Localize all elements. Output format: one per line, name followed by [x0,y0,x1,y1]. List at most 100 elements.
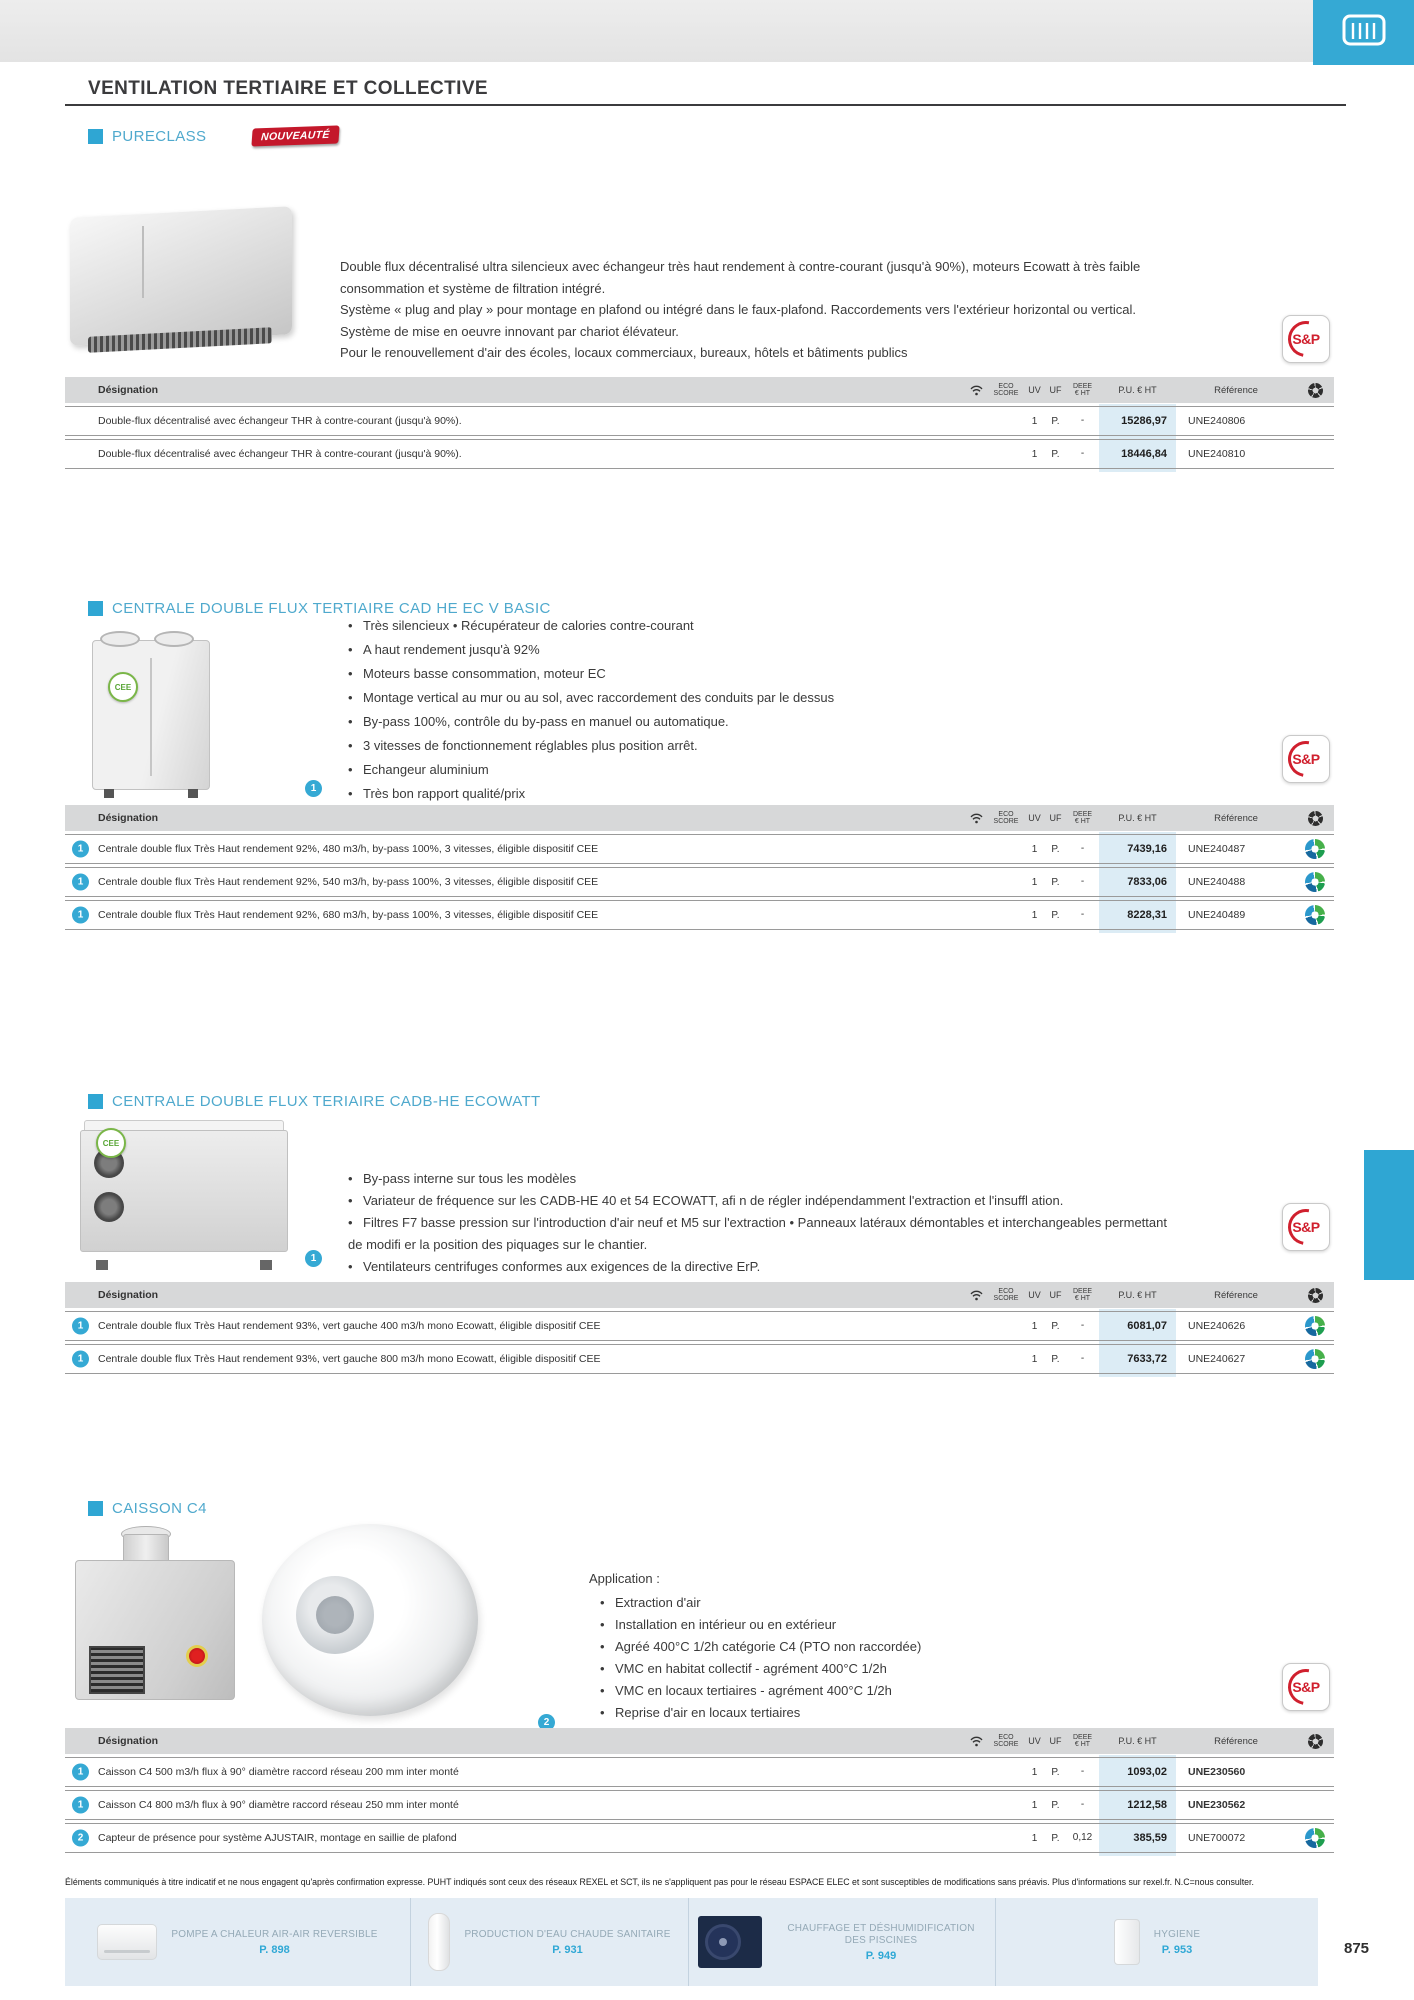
section-heading-caisson-c4: CAISSON C4 [88,1500,207,1517]
nouveaute-badge: NOUVEAUTÉ [251,125,340,147]
bullet-item: •Très bon rapport qualité/prix [348,786,526,801]
col-uv: UV [1028,1736,1041,1746]
footer-nav-page: P. 953 [1161,1943,1193,1956]
application-label: Application : [589,1571,660,1586]
feature-bullets: •By-pass interne sur tous les modèles •V… [348,1168,1167,1278]
price-value: 6081,07 [1127,1320,1167,1332]
chapter-corner-tab [1313,0,1414,65]
row-callout: 1 [72,873,89,891]
description-line: Double flux décentralisé ultra silencieu… [340,259,1141,274]
bullet-item: •Moteurs basse consommation, moteur EC [348,666,606,681]
recycle-icon [1296,382,1334,398]
dispenser-icon [1113,1919,1140,1965]
reference-value: UNE700072 [1188,1832,1246,1844]
col-deee: DEEE€ HT [1072,1287,1093,1303]
row-callout: 1 [72,1796,89,1814]
reference-value: UNE230562 [1188,1799,1246,1811]
section-title: CENTRALE DOUBLE FLUX TERIAIRE CADB-HE EC… [112,1093,541,1110]
ventilation-grille-icon [1342,14,1386,51]
table-row: 1 Centrale double flux Très Haut rendeme… [65,834,1334,864]
wifi-icon [964,1290,988,1301]
feature-bullets: •Extraction d'air •Installation en intér… [600,1592,921,1724]
bullet-item: •Echangeur aluminium [348,762,489,777]
table-row: Double-flux décentralisé avec échangeur … [65,439,1334,469]
price-value: 1212,58 [1127,1799,1167,1811]
reference-value: UNE240627 [1188,1353,1246,1365]
col-designation: Désignation [98,384,159,396]
recycle-icon [1296,835,1334,863]
bullet-item: •A haut rendement jusqu'à 92% [348,642,540,657]
reference-value: UNE240488 [1188,876,1246,888]
feature-bullets: •Très silencieux • Récupérateur de calor… [348,614,834,806]
section-title: CAISSON C4 [112,1500,207,1517]
recycle-icon [1296,810,1334,826]
bullet-item: •VMC en locaux tertiaires - agrément 400… [600,1683,892,1698]
recycle-icon [1296,1312,1334,1340]
footer-nav-pompe-a-chaleur[interactable]: POMPE A CHALEUR AIR-AIR REVERSIBLE P. 89… [65,1898,410,1986]
recycle-icon [1296,1733,1334,1749]
row-callout: 2 [72,1829,89,1847]
heat-pump-icon [698,1916,762,1968]
col-designation: Désignation [98,1289,159,1301]
section-heading-cad-he-ec-v-basic: CENTRALE DOUBLE FLUX TERTIAIRE CAD HE EC… [88,600,551,617]
price-value: 7633,72 [1127,1353,1167,1365]
footer-nav-eau-chaude[interactable]: PRODUCTION D'EAU CHAUDE SANITAIRE P. 931 [410,1898,688,1986]
wifi-icon [964,1736,988,1747]
col-pu: P.U. € HT [1118,1736,1157,1746]
reference-value: UNE240810 [1188,448,1246,460]
callout-number: 1 [305,1250,322,1267]
reference-value: UNE240489 [1188,909,1246,921]
bullet-item: •By-pass 100%, contrôle du by-pass en ma… [348,714,729,729]
footer-nav-chauffage-piscines[interactable]: CHAUFFAGE ET DÉSHUMIDIFICATION DES PISCI… [688,1898,995,1986]
section-bullet-square [88,601,103,616]
col-designation: Désignation [98,1735,159,1747]
product-image-presence-sensor [262,1524,478,1716]
reference-value: UNE240487 [1188,843,1246,855]
footer-nav-label: POMPE A CHALEUR AIR-AIR REVERSIBLE [171,1928,378,1940]
footer-nav-label: HYGIENE [1153,1928,1201,1940]
footer-nav-label: PRODUCTION D'EAU CHAUDE SANITAIRE [464,1928,671,1940]
col-deee: DEEE€ HT [1072,810,1093,826]
recycle-icon [1296,901,1334,929]
bullet-continuation: de modifi er la position des piquages su… [348,1237,648,1252]
section-title: CENTRALE DOUBLE FLUX TERTIAIRE CAD HE EC… [112,600,551,617]
footer-nav-hygiene[interactable]: HYGIENE P. 953 [995,1898,1318,1986]
col-pu: P.U. € HT [1118,813,1157,823]
price-value: 1093,02 [1127,1766,1167,1778]
price-value: 15286,97 [1121,415,1167,427]
page-title: VENTILATION TERTIAIRE ET COLLECTIVE [88,78,488,99]
product-image-pureclass [70,206,302,353]
water-heater-icon [428,1913,451,1971]
table-row: 1 Centrale double flux Très Haut rendeme… [65,1311,1334,1341]
price-column-band [1099,1755,1176,1856]
sp-brand-logo: S&P [1280,1661,1332,1713]
wifi-icon [964,385,988,396]
wifi-icon [964,813,988,824]
bullet-item: •Montage vertical au mur ou au sol, avec… [348,690,835,705]
bullet-item: •Agréé 400°C 1/2h catégorie C4 (PTO non … [600,1639,922,1654]
disclaimer-text: Éléments communiqués à titre indicatif e… [65,1877,1254,1887]
section-heading-cadb-he-ecowatt: CENTRALE DOUBLE FLUX TERIAIRE CADB-HE EC… [88,1093,541,1110]
bullet-item: •By-pass interne sur tous les modèles [348,1171,577,1186]
product-image-cad-he [92,626,210,804]
top-band [0,0,1414,62]
col-uf: UF [1049,1736,1062,1746]
product-image-caisson-c4 [75,1526,235,1718]
emergency-button [189,1648,205,1664]
col-uv: UV [1028,385,1041,395]
bullet-item: •VMC en habitat collectif - agrément 400… [600,1661,887,1676]
table-row: Double-flux décentralisé avec échangeur … [65,406,1334,436]
section-bullet-square [88,1094,103,1109]
section-heading-pureclass: PURECLASS [88,128,206,145]
row-callout: 1 [72,1350,89,1368]
recycle-icon [1296,1345,1334,1373]
price-value: 8228,31 [1127,909,1167,921]
sp-brand-logo: S&P [1280,1201,1332,1253]
